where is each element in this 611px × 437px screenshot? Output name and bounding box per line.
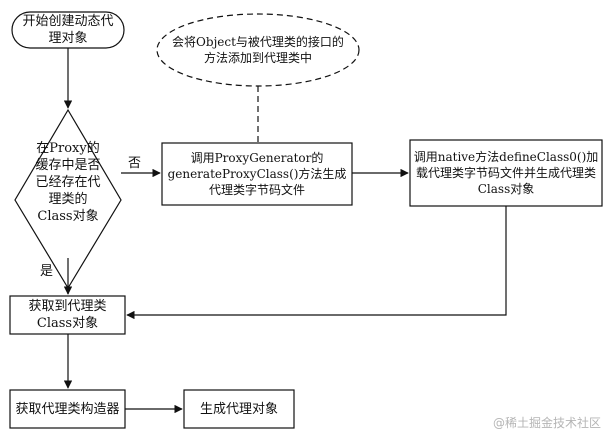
note-label: 会将Object与被代理类的接口的方法添加到代理类中 xyxy=(172,35,344,65)
edge-label-yes: 是 xyxy=(40,264,54,279)
watermark-text: @稀土掘金技术社区 xyxy=(492,416,601,430)
create-node-shape xyxy=(183,389,295,429)
gen-node-shape xyxy=(161,142,353,206)
get-class-node-shape xyxy=(9,295,126,335)
start-node-label: 开始创建动态代理对象 xyxy=(22,14,114,46)
decision-label: 在Proxy的缓存中是否已经存在代理类的Class对象 xyxy=(35,140,101,224)
define-node-label: 调用native方法defineClass0()加载代理类字节码文件并生成代理类… xyxy=(413,150,599,196)
get-ctor-node-shape xyxy=(9,389,126,429)
gen-node-label: 调用ProxyGenerator的generateProxyClass()方法生… xyxy=(167,151,347,197)
get-class-node-label: 获取到代理类Class对象 xyxy=(28,299,107,331)
create-node-label: 生成代理对象 xyxy=(199,401,278,417)
edge-define-to-get-class xyxy=(126,206,507,320)
get-ctor-node-label: 获取代理类构造器 xyxy=(15,401,120,417)
define-node-shape xyxy=(409,139,603,207)
edge-label-no: 否 xyxy=(128,156,142,171)
